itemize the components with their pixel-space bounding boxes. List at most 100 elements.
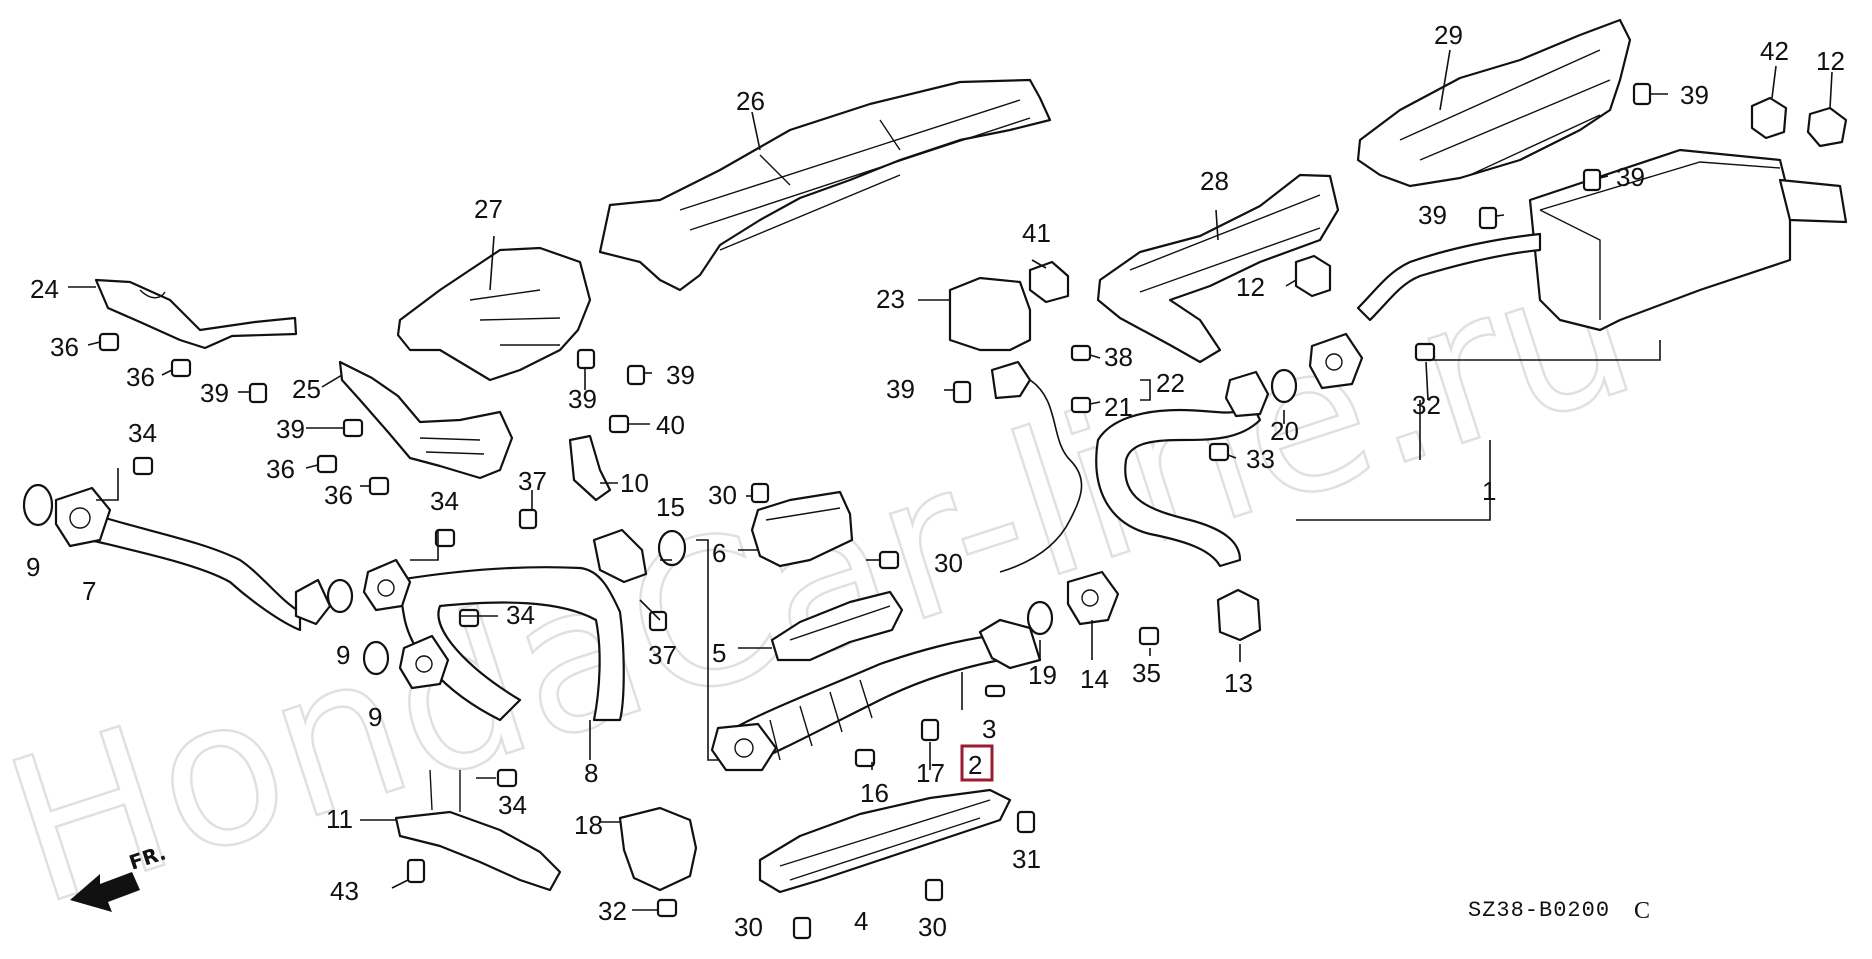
callout-5[interactable]: 5 [712,638,726,668]
callout-39[interactable]: 39 [1616,162,1645,192]
nut-34b[interactable] [434,528,456,548]
callout-6[interactable]: 6 [712,538,726,568]
bolt-39c[interactable] [576,348,596,370]
callout-39[interactable]: 39 [886,374,915,404]
pipe-flange-20[interactable] [1224,370,1270,418]
callout-37[interactable]: 37 [648,640,677,670]
bolt-16[interactable] [854,748,876,768]
rubber-mount-12a[interactable] [1294,254,1332,298]
nut-34c[interactable] [458,608,480,628]
y-pipe-flange-rear[interactable] [592,528,648,584]
callout-34[interactable]: 34 [506,600,535,630]
heat-shield-24[interactable] [94,278,298,350]
bolt-39h[interactable] [1478,206,1498,230]
callout-32[interactable]: 32 [598,896,627,926]
hanger-bracket-18[interactable] [618,806,698,892]
muffler-1[interactable] [1528,148,1792,332]
callout-38[interactable]: 38 [1104,342,1133,372]
callout-21[interactable]: 21 [1104,392,1133,422]
rubber-mount-42[interactable] [1750,96,1788,140]
bolt-43[interactable] [406,858,426,884]
callout-41[interactable]: 41 [1022,218,1051,248]
bolt-30a[interactable] [750,482,770,504]
heat-shield-25[interactable] [338,360,514,480]
callout-7[interactable]: 7 [82,576,96,606]
bolt-30d[interactable] [924,878,944,902]
callout-30[interactable]: 30 [934,548,963,578]
nut-32a[interactable] [656,898,678,918]
y-pipe-flange-upper[interactable] [362,558,412,612]
bolt-39e[interactable] [952,380,972,404]
callout-17[interactable]: 17 [916,758,945,788]
nut-35[interactable] [1138,626,1160,646]
front-pipe-flange[interactable] [54,486,112,548]
bolt-17[interactable] [920,718,940,742]
callout-11[interactable]: 11 [326,804,353,834]
callout-12[interactable]: 12 [1816,46,1845,76]
converter-flange[interactable] [710,722,778,772]
callout-27[interactable]: 27 [474,194,503,224]
callout-14[interactable]: 14 [1080,664,1109,694]
gasket-9-left[interactable] [22,483,54,527]
connector-41[interactable] [1028,260,1070,304]
gasket-9-lower[interactable] [362,640,390,676]
callout-24[interactable]: 24 [30,274,59,304]
bracket-23[interactable] [948,276,1032,352]
callout-18[interactable]: 18 [574,810,603,840]
nut-34d[interactable] [496,768,518,788]
bolt-3[interactable] [984,684,1006,698]
callout-12[interactable]: 12 [1236,272,1265,302]
heat-shield-29[interactable] [1356,18,1632,188]
callout-35[interactable]: 35 [1132,658,1161,688]
bracket-11[interactable] [394,810,562,892]
callout-9[interactable]: 9 [368,702,382,732]
rubber-mount-12b[interactable] [1806,106,1848,148]
bolt-30c[interactable] [792,916,812,940]
heat-shield-28[interactable] [1096,173,1340,364]
muffler-tailpipe[interactable] [1778,178,1848,224]
front-pipe-flange-rear[interactable] [294,578,332,626]
muffler-flange[interactable] [1308,332,1364,390]
muffler-inlet-pipe[interactable] [1356,232,1542,322]
callout-30[interactable]: 30 [708,480,737,510]
gasket-9-mid[interactable] [326,578,354,614]
y-pipe-flange-lower[interactable] [398,634,450,690]
callout-30[interactable]: 30 [918,912,947,942]
bolt-31[interactable] [1016,810,1036,834]
pipe-section-14[interactable] [1095,398,1262,568]
callout-8[interactable]: 8 [584,758,598,788]
under-shield-4[interactable] [758,788,1012,894]
callout-28[interactable]: 28 [1200,166,1229,196]
callout-39[interactable]: 39 [1680,80,1709,110]
bolt-39a[interactable] [248,382,268,404]
gasket-20[interactable] [1270,368,1298,404]
callout-36[interactable]: 36 [324,480,353,510]
callout-9[interactable]: 9 [336,640,350,670]
callout-36[interactable]: 36 [266,454,295,484]
callout-26[interactable]: 26 [736,86,765,116]
callout-39[interactable]: 39 [200,378,229,408]
callout-2[interactable]: 2 [968,750,982,780]
callout-37[interactable]: 37 [518,466,547,496]
callout-36[interactable]: 36 [50,332,79,362]
callout-4[interactable]: 4 [854,906,868,936]
callout-10[interactable]: 10 [620,468,649,498]
cover-5[interactable] [770,590,904,662]
front-pipe-7[interactable] [84,510,302,632]
callout-34[interactable]: 34 [430,486,459,516]
callout-3[interactable]: 3 [982,714,996,744]
callout-32[interactable]: 32 [1412,390,1441,420]
callout-19[interactable]: 19 [1028,660,1057,690]
callout-39[interactable]: 39 [568,384,597,414]
bolt-39f[interactable] [1632,82,1652,106]
y-pipe-8[interactable] [396,566,625,722]
callout-20[interactable]: 20 [1270,416,1299,446]
callout-29[interactable]: 29 [1434,20,1463,50]
nut-36d[interactable] [368,476,390,496]
gasket-19[interactable] [1026,600,1054,636]
callout-25[interactable]: 25 [292,374,321,404]
callout-34[interactable]: 34 [128,418,157,448]
oxygen-sensor-22[interactable] [990,360,1032,400]
bolt-30b[interactable] [878,550,900,570]
callout-16[interactable]: 16 [860,778,889,808]
